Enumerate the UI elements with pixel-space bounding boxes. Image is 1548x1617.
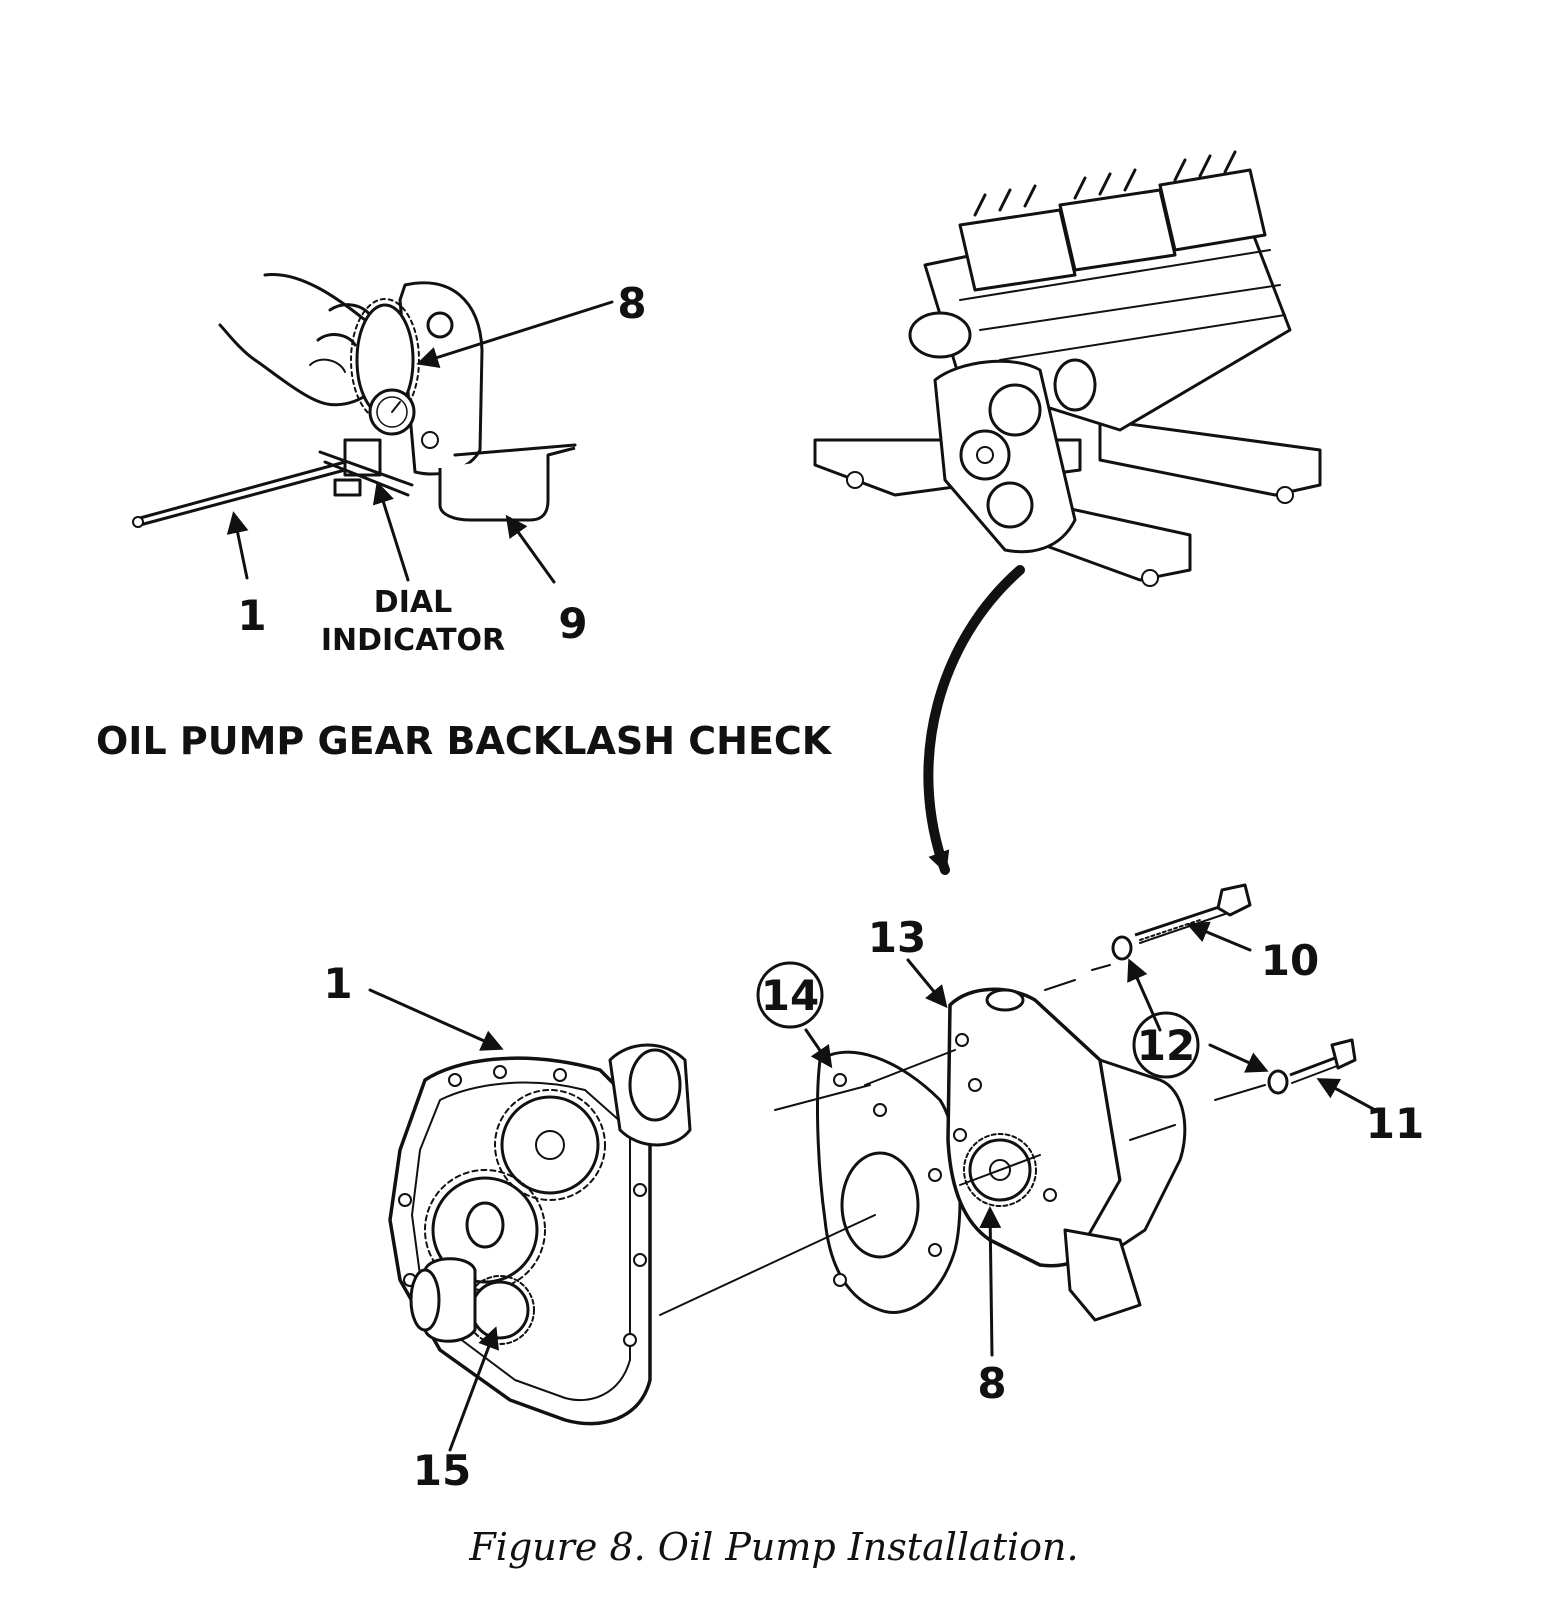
- leader-1-backlash: [226, 511, 249, 580]
- callout-13-exploded: 13: [868, 913, 926, 962]
- callout-1-backlash: 1: [237, 591, 266, 640]
- backlash-check-illustration: 8 1 9 DIAL INDICATOR: [132, 272, 647, 658]
- exploded-view-illustration: 1 14 13 10 12 11 8 15: [323, 883, 1424, 1495]
- leader-8-exploded: [979, 1206, 1002, 1357]
- leader-1-exploded: [368, 988, 504, 1051]
- leader-8-backlash: [416, 300, 614, 369]
- circle-callout-14: [756, 961, 824, 1029]
- engine-on-stand-illustration: [813, 150, 1322, 587]
- callout-12-exploded: 12: [1137, 1021, 1195, 1070]
- leader-12-upper: [1127, 958, 1162, 1032]
- dial-indicator-label-line2: INDICATOR: [321, 623, 505, 658]
- callout-8-backlash: 8: [617, 279, 646, 328]
- callout-1-exploded: 1: [323, 959, 352, 1008]
- callout-9-backlash: 9: [558, 599, 587, 648]
- callout-11-exploded: 11: [1366, 1099, 1424, 1148]
- leader-11-exploded: [1316, 1078, 1377, 1112]
- leader-9-backlash: [505, 514, 556, 584]
- leader-dial-indicator: [372, 481, 410, 582]
- dial-indicator-label-line1: DIAL: [374, 585, 452, 620]
- backlash-check-title: OIL PUMP GEAR BACKLASH CHECK: [96, 719, 833, 763]
- leader-10-exploded: [1186, 921, 1252, 952]
- zoom-arrow: [923, 565, 1025, 875]
- leader-13-exploded: [906, 958, 948, 1009]
- leader-12-lower: [1208, 1043, 1269, 1073]
- housing-bolt-holes: [398, 1065, 647, 1347]
- callout-10-exploded: 10: [1261, 936, 1319, 985]
- callout-15-exploded: 15: [413, 1446, 471, 1495]
- figure-caption: Figure 8. Oil Pump Installation.: [469, 1525, 1079, 1569]
- callout-8-exploded: 8: [977, 1359, 1006, 1408]
- circle-callout-12: [1132, 1011, 1200, 1079]
- callout-14-exploded: 14: [761, 971, 819, 1020]
- leader-14-exploded: [804, 1028, 833, 1069]
- leader-15-exploded: [448, 1326, 499, 1452]
